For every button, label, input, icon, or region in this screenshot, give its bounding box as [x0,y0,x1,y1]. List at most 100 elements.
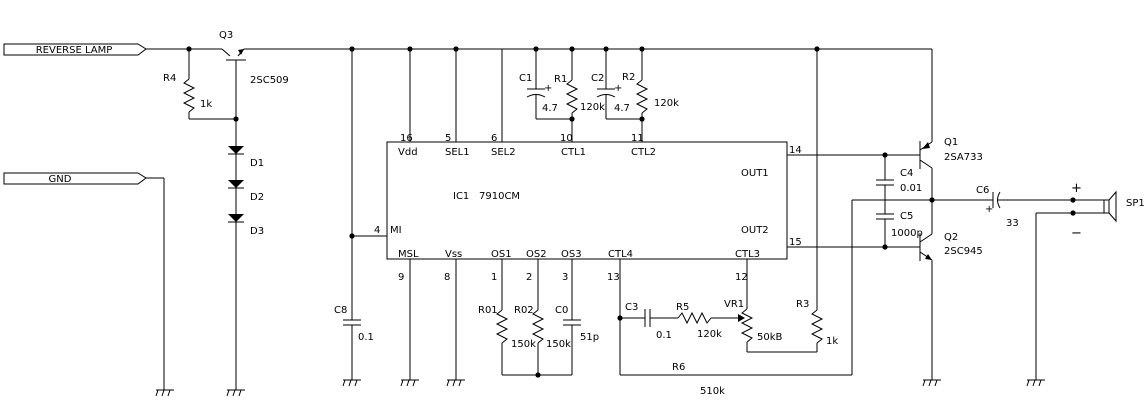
vr1-ref: VR1 [724,299,744,310]
pin-out2-name: OUT2 [741,225,769,236]
ground-icon [400,379,419,387]
r01-ref: R01 [478,305,498,316]
pin-os1-name: OS1 [491,249,512,260]
pin-os2-name: OS2 [526,249,547,260]
q3-transistor: Q3 2SC509 [219,30,289,146]
pin-ctl3-num: 12 [735,272,748,283]
r4-resistor: R4 1k [163,49,239,122]
r2-ref: R2 [622,72,635,83]
pin-vdd-num: 16 [400,133,413,144]
ctl-network: C3 0.1 R5 120k VR1 50kB R6 510k [617,299,852,397]
r3-ref: R3 [796,299,809,310]
r4-value: 1k [200,99,212,110]
r5-ref: R5 [676,302,689,313]
reverse-lamp-connector: REVERSE LAMP [3,43,147,56]
ground-icon [922,379,941,387]
c6-polarity: + [985,204,993,215]
d1-ref: D1 [250,158,264,169]
pin-ctl2-name: CTL2 [631,147,656,158]
q2-transistor: Q2 2SC945 [919,200,983,380]
pin-out1-name: OUT1 [741,168,769,179]
top-rail-wires [146,46,933,130]
c1-r1-network: + C1 4.7 R1 120k [519,49,605,122]
r02-value: 150k [546,339,571,350]
pin-ctl1-name: CTL1 [561,147,586,158]
c5-value: 1000p [891,228,923,239]
c4-c5-network: C4 0.01 C5 1000p [876,152,923,250]
pin-ctl3-name: CTL3 [735,249,760,260]
r3-value: 1k [826,336,838,347]
pin-msl-num: 9 [398,272,404,283]
pin-sel1-num: 5 [445,133,451,144]
c1-polarity: + [544,83,552,94]
q2-ref: Q2 [944,232,958,243]
r1-ref: R1 [554,74,567,85]
ground-icon [446,379,465,387]
c8-capacitor: C8 0.1 [334,49,387,380]
d3-ref: D3 [250,226,264,237]
q1-ref: Q1 [944,137,958,148]
d2-ref: D2 [250,192,264,203]
c2-ref: C2 [591,73,604,84]
pin-ctl4-name: CTL4 [608,249,633,260]
c8-value: 0.1 [358,332,374,343]
r6-value: 510k [700,386,725,397]
pin-sel2-name: SEL2 [491,147,516,158]
pin-os1-num: 1 [491,272,497,283]
sp1-minus: − [1071,226,1082,241]
sp1-ref: SP1 [1126,198,1145,209]
vr1-value: 50kB [757,332,783,343]
ic1-chip: IC1 7910CM 16 Vdd 5 SEL1 6 SEL2 10 CTL1 … [374,49,920,380]
ground-icon [1026,379,1045,387]
c2-r2-network: + C2 4.7 R2 120k [591,49,679,122]
c2-polarity: + [614,83,622,94]
pin-msl-name: MSL [398,249,419,260]
pin-out2-num: 15 [789,237,802,248]
r5-value: 120k [697,329,722,340]
pin-vss-name: Vss [445,249,462,260]
pin-vss-num: 8 [444,272,450,283]
c1-ref: C1 [519,73,532,84]
q2-value: 2SC945 [944,246,983,257]
pin-vdd-name: Vdd [398,147,418,158]
gnd-wire [146,177,165,390]
r3-resistor: R3 1k [796,49,838,352]
r2-value: 120k [654,98,679,109]
pin-sel1-name: SEL1 [445,147,470,158]
reverse-lamp-label: REVERSE LAMP [36,45,113,56]
q3-ref: Q3 [219,30,233,41]
c3-ref: C3 [625,302,638,313]
diode-chain: D1 D2 D3 [228,146,264,390]
pin-out1-num: 14 [789,145,802,156]
pin-ctl2-num: 11 [631,133,644,144]
c4-ref: C4 [900,168,913,179]
c5-ref: C5 [900,211,913,222]
pin-mi-num: 4 [374,225,380,236]
pin-ctl4-num: 13 [607,272,620,283]
ground-icon [342,379,361,387]
c8-ref: C8 [334,305,347,316]
pin-os3-num: 3 [562,272,568,283]
r6-ref: R6 [672,362,685,373]
c4-value: 0.01 [900,183,922,194]
c6-ref: C6 [976,185,989,196]
c1-value: 4.7 [542,103,558,114]
ic1-part: 7910CM [479,191,520,202]
output-node-wiring [851,197,935,375]
sp1-speaker: + − SP1 [1035,181,1145,380]
q3-value: 2SC509 [250,75,289,86]
oscillator-network: R01 150k R02 150k C0 51p [478,305,599,378]
ic1-name: IC1 [453,191,469,202]
ground-symbols [155,379,1045,397]
q1-value: 2SA733 [944,152,983,163]
c6-capacitor: + C6 33 [932,185,1076,229]
r1-value: 120k [580,102,605,113]
c0-ref: C0 [555,305,568,316]
c6-value: 33 [1006,218,1019,229]
ground-icon [155,389,174,397]
gnd-label: GND [49,174,72,185]
sp1-plus: + [1071,181,1082,196]
c2-value: 4.7 [614,103,630,114]
pin-os2-num: 2 [526,272,532,283]
